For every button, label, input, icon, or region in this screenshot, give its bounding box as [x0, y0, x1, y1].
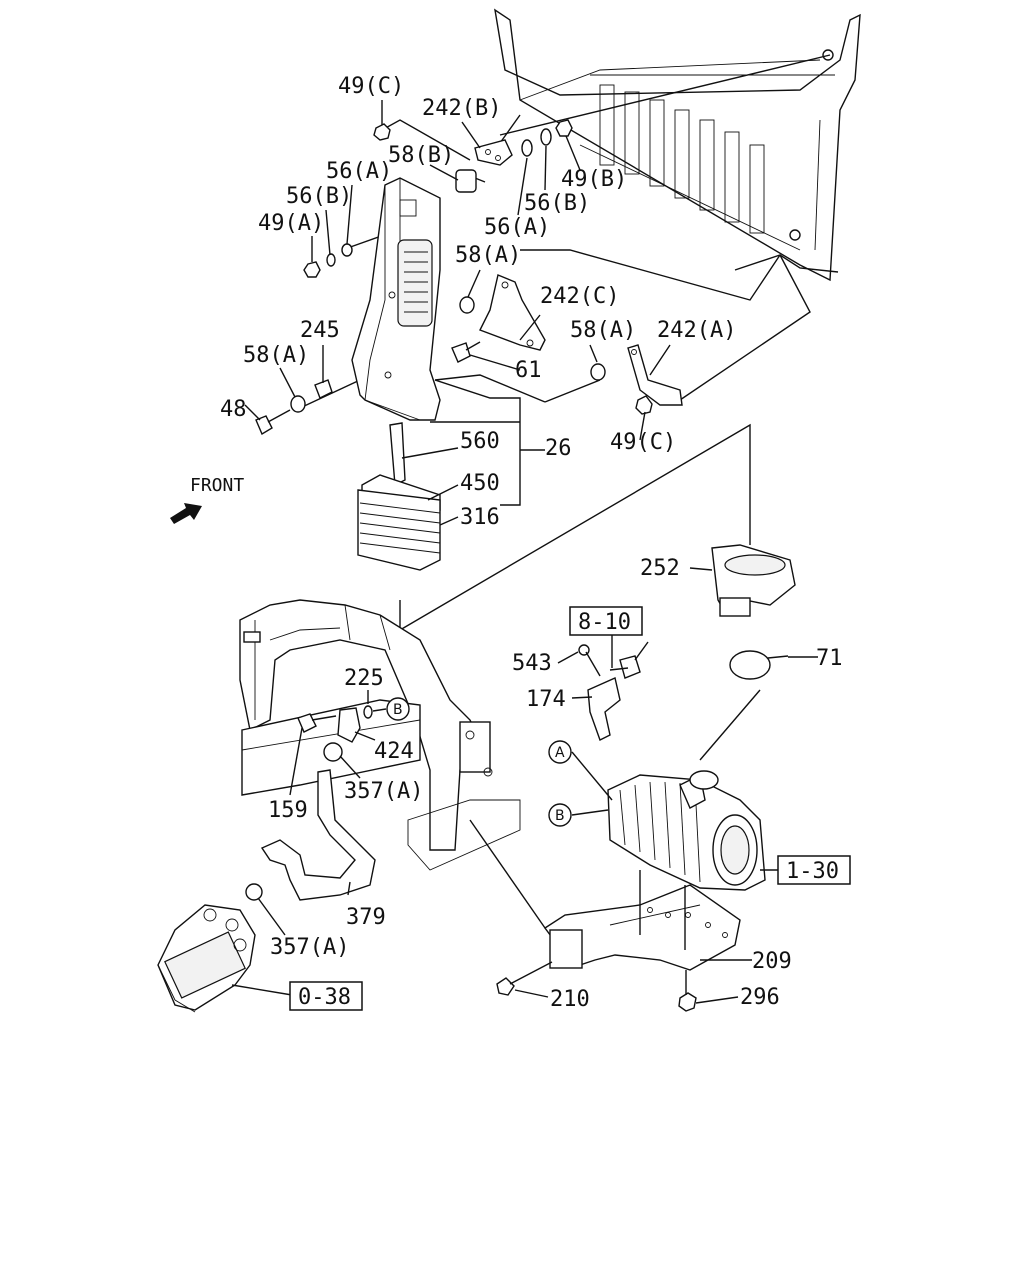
mount-58a-upper — [459, 296, 475, 314]
cab-rear-panel — [494, 8, 861, 282]
ref-label-1-30: 1-30 — [786, 859, 839, 884]
hose-clamp-357a-lower — [245, 883, 263, 901]
bellows-316 — [357, 489, 441, 571]
label-56b-left: 56(B) — [286, 184, 352, 209]
label-49b: 49(B) — [561, 167, 627, 192]
label-543: 543 — [512, 651, 552, 676]
bolt-61 — [451, 341, 481, 363]
label-225: 225 — [344, 666, 384, 691]
circled-b-pipe: B — [386, 697, 410, 721]
label-front: FRONT — [190, 475, 244, 496]
label-49c-top: 49(C) — [338, 74, 404, 99]
label-56b-mid: 56(B) — [524, 191, 590, 216]
hardware-top — [303, 119, 573, 278]
sensor-174 — [587, 641, 649, 741]
nut-296 — [678, 992, 697, 1012]
label-26: 26 — [545, 436, 572, 461]
circled-b-left: B — [548, 803, 572, 827]
label-296: 296 — [740, 985, 780, 1010]
mount-58a-right — [590, 363, 606, 381]
washer-56a-mid — [521, 139, 533, 157]
nut-49a — [303, 261, 321, 278]
ref-box-8-10: 8-10 — [569, 606, 643, 636]
label-316: 316 — [460, 505, 500, 530]
label-58a-right: 58(A) — [570, 318, 636, 343]
washer-56a-left — [341, 243, 353, 257]
svg-text:B: B — [555, 808, 565, 824]
ref-label-0-38: 0-38 — [298, 985, 351, 1010]
label-242a: 242(A) — [657, 318, 736, 343]
washer-56b-mid — [540, 128, 552, 146]
label-56a-left: 56(A) — [326, 159, 392, 184]
bracket-242c — [479, 274, 546, 351]
label-210: 210 — [550, 987, 590, 1012]
label-58b: 58(B) — [388, 143, 454, 168]
bolt-159 — [297, 713, 337, 733]
front-direction-arrow — [170, 503, 202, 524]
label-245: 245 — [300, 318, 340, 343]
mount-plate-209 — [543, 884, 741, 971]
label-49c-bottom: 49(C) — [610, 430, 676, 455]
label-357a-upper: 357(A) — [344, 779, 423, 804]
hose-379 — [260, 769, 376, 901]
pump-assembly — [157, 904, 256, 1013]
label-71: 71 — [816, 646, 843, 671]
ref-box-1-30: 1-30 — [777, 855, 851, 885]
screw-543 — [578, 644, 601, 677]
oring-225 — [363, 705, 373, 719]
clamp-71 — [729, 650, 789, 680]
frame-bracket — [239, 599, 521, 871]
washer-56b-left — [326, 253, 336, 267]
intake-duct-26 — [351, 177, 441, 421]
hose-clamp-357a-upper — [323, 742, 343, 762]
label-174: 174 — [526, 687, 566, 712]
nut-49b — [555, 119, 573, 137]
callout-labels: 49(C) 242(B) 58(B) 56(A) 56(B) 49(A) 56(… — [190, 74, 843, 1012]
label-48: 48 — [220, 397, 247, 422]
label-159: 159 — [268, 798, 308, 823]
label-209: 209 — [752, 949, 792, 974]
label-49a: 49(A) — [258, 211, 324, 236]
label-252: 252 — [640, 556, 680, 581]
svg-text:A: A — [555, 745, 565, 761]
label-58a-upper: 58(A) — [455, 243, 521, 268]
mount-58b — [455, 169, 477, 193]
bolt-48 — [255, 409, 291, 436]
label-560: 560 — [460, 429, 500, 454]
label-58a-left: 58(A) — [243, 343, 309, 368]
elbow-424 — [337, 707, 361, 743]
bracket-242a — [627, 344, 683, 406]
leader-lines-lower — [231, 100, 818, 1004]
label-450: 450 — [460, 471, 500, 496]
air-cleaner — [607, 770, 766, 891]
label-61: 61 — [515, 358, 542, 383]
svg-text:B: B — [393, 702, 403, 718]
label-242c: 242(C) — [540, 284, 619, 309]
nut-49c-top — [373, 123, 391, 141]
leader-lines-top — [299, 54, 831, 632]
label-357a-lower: 357(A) — [270, 935, 349, 960]
label-379: 379 — [346, 905, 386, 930]
label-424: 424 — [374, 739, 414, 764]
ref-box-0-38: 0-38 — [289, 981, 363, 1011]
nut-49c-bottom — [635, 395, 653, 415]
bracket-242b — [474, 139, 513, 166]
label-242b: 242(B) — [422, 96, 501, 121]
mount-58a-left — [290, 395, 306, 413]
intake-hood-252 — [711, 544, 796, 617]
label-56a-mid: 56(A) — [484, 215, 550, 240]
bolt-210 — [496, 961, 553, 996]
ref-label-8-10: 8-10 — [578, 610, 631, 635]
cover-560 — [389, 422, 406, 487]
circled-a-left: A — [548, 740, 572, 764]
